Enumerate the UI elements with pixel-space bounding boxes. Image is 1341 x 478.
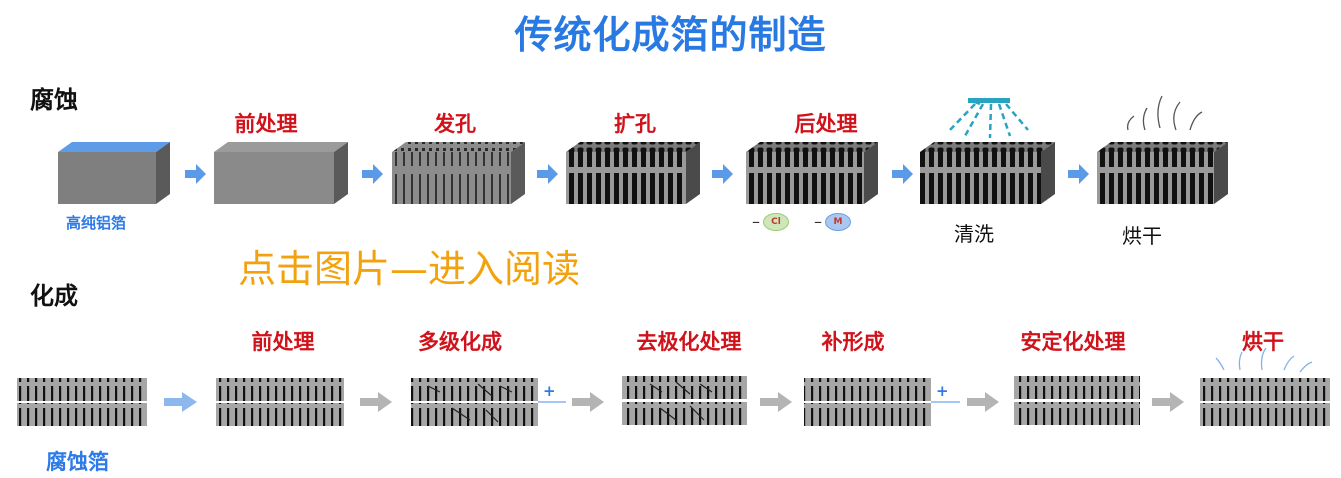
foil-form-pretreated (216, 378, 344, 426)
step-label-pretreatment: 前处理 (234, 112, 298, 136)
arrow-right-icon (712, 164, 733, 184)
step-label-post-treatment: 后处理 (794, 112, 858, 136)
water-spray-icon (947, 100, 1029, 139)
step-label-form-pretreatment: 前处理 (251, 330, 315, 354)
step-label-depolarization: 去极化处理 (636, 330, 742, 354)
step-label-pore-widening: 扩孔 (614, 112, 656, 136)
foil-etched (17, 378, 147, 426)
arrow-right-icon (967, 392, 999, 412)
block-pretreated (214, 142, 348, 204)
section-label-corrosion: 腐蚀 (30, 86, 78, 114)
chloride-ion-icon: Cl (763, 212, 789, 231)
foil-dried (1200, 378, 1330, 426)
step-label-form-drying: 烘干 (1242, 330, 1284, 354)
label-washing: 清洗 (954, 222, 994, 246)
arrow-right-icon (185, 164, 206, 184)
step-label-stabilization: 安定化处理 (1020, 330, 1126, 354)
label-drying: 烘干 (1122, 224, 1162, 248)
spray-nozzle-icon (968, 98, 1010, 103)
metal-ion-icon: M (825, 212, 851, 231)
block-pore-initiation (392, 142, 525, 204)
step-label-multistage-formation: 多级化成 (418, 330, 502, 354)
ion-metal: – M (814, 212, 851, 231)
arrow-right-icon (760, 392, 792, 412)
block-pore-widening (566, 142, 700, 204)
arrow-right-icon (1068, 164, 1089, 184)
foil-reformed (804, 378, 931, 426)
plus-sign: + (543, 382, 556, 400)
arrow-right-icon (537, 164, 558, 184)
block-post-treatment (746, 142, 878, 204)
block-washing (920, 142, 1055, 204)
arrow-right-icon (572, 392, 604, 412)
section-label-formation: 化成 (30, 282, 78, 310)
arrow-right-icon (360, 392, 392, 412)
foil-multistage (411, 378, 538, 426)
step-label-pore-initiation: 发孔 (434, 112, 476, 136)
page-title: 传统化成箔的制造 (514, 13, 827, 57)
block-raw-foil (58, 142, 170, 204)
corrosion-diagram (58, 95, 1228, 204)
ion-chloride: – Cl (752, 212, 789, 231)
plus-sign: + (936, 382, 949, 400)
block-drying (1097, 142, 1228, 204)
read-more-link[interactable]: 点击图片—进入阅读 (238, 247, 581, 291)
foil-stabilized (1014, 376, 1140, 425)
arrow-right-icon (892, 164, 913, 184)
foil-depolarized (622, 376, 747, 425)
step-label-reformation: 补形成 (821, 330, 885, 354)
label-high-purity-foil: 高纯铝箔 (66, 214, 127, 232)
label-etched-foil: 腐蚀箔 (46, 450, 109, 474)
arrow-right-icon (164, 392, 197, 412)
formation-diagram (17, 347, 1330, 426)
steam-icon (1215, 347, 1313, 373)
arrow-right-icon (1152, 392, 1184, 412)
steam-icon (1126, 95, 1203, 131)
arrow-right-icon (362, 164, 383, 184)
